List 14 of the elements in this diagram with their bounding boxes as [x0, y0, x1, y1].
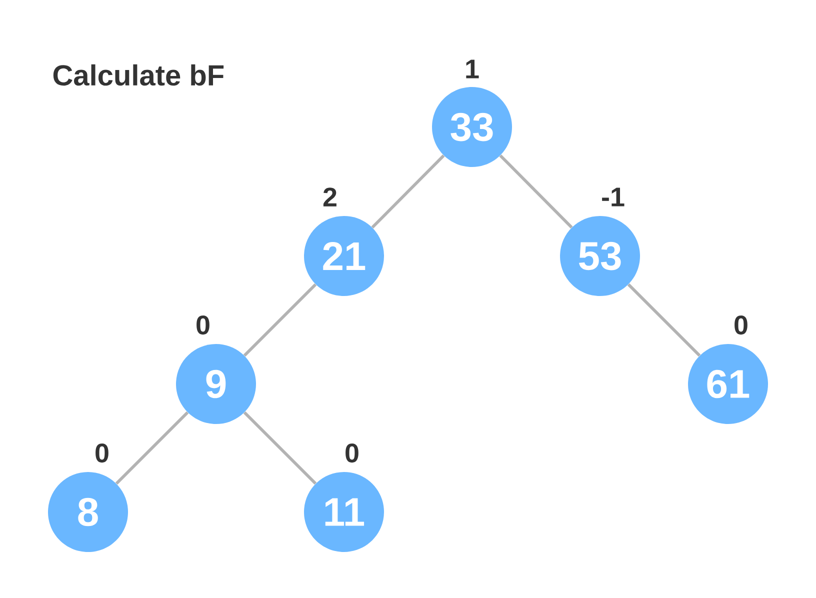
balance-factor: 0	[346, 443, 358, 463]
title: Calculate bF	[53, 64, 224, 86]
tree-edge	[243, 411, 317, 485]
balance-factor: 0	[196, 315, 210, 335]
tree-edge	[499, 154, 573, 229]
tree-edge	[627, 283, 701, 357]
balance-factor: 0	[96, 443, 108, 463]
tree-edge	[371, 154, 445, 229]
balance-factor: -1	[602, 188, 624, 206]
balance-factor: 1	[466, 60, 479, 78]
tree-edge	[115, 411, 189, 485]
balance-factor: 0	[734, 315, 748, 335]
balance-factor: 2	[323, 188, 336, 206]
tree-edge	[243, 283, 317, 357]
